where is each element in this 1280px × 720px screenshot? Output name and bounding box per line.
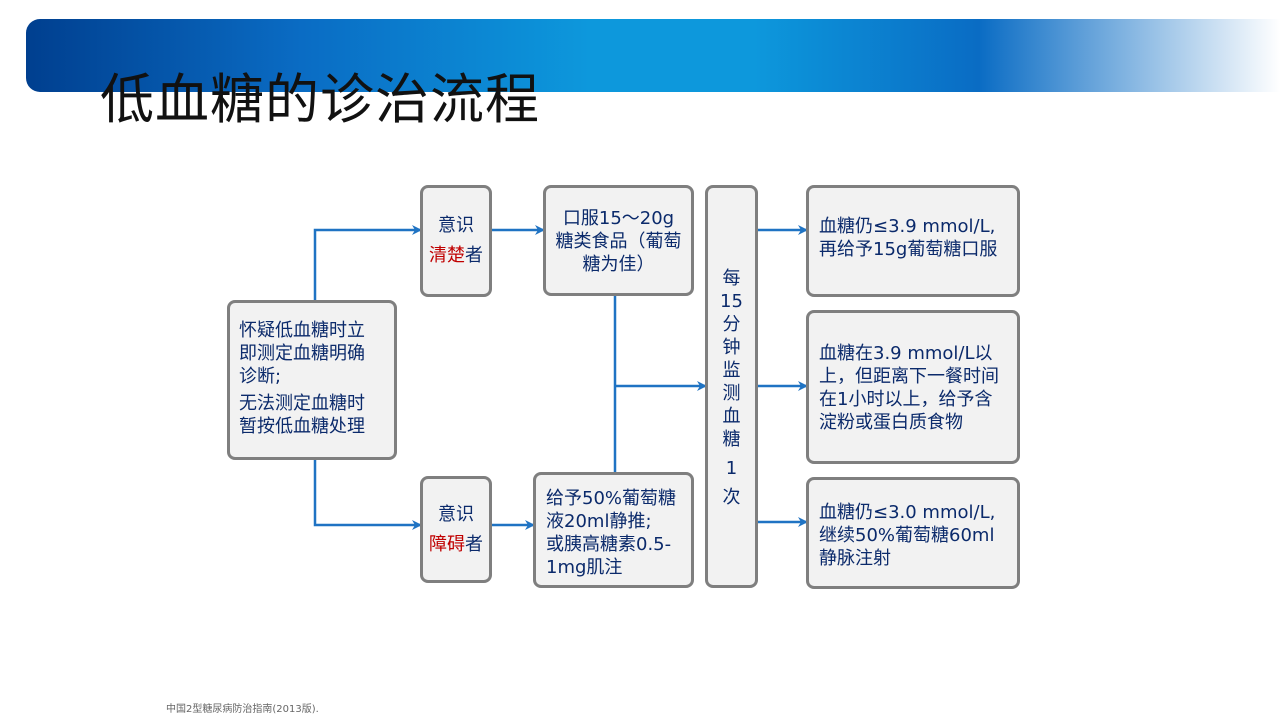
node-text: 糖类食品（葡萄 xyxy=(555,231,682,252)
connector-suspect-up xyxy=(313,225,422,302)
monitor-char: 15 xyxy=(720,290,743,312)
node-text: 继续50%葡萄糖60ml xyxy=(819,525,995,546)
node-text: 意识 xyxy=(438,504,474,525)
node-result-still-low: 血糖仍≤3.9 mmol/L, 再给予15g葡萄糖口服 xyxy=(806,185,1020,297)
connector-suspect-down xyxy=(313,460,422,530)
monitor-char: 每 xyxy=(722,267,741,289)
node-text: 上，但距离下一餐时间 xyxy=(819,366,999,387)
node-text: 1mg肌注 xyxy=(546,557,623,578)
node-text: 血糖仍≤3.9 mmol/L, xyxy=(819,216,996,237)
node-text: 糖为佳） xyxy=(582,254,655,275)
node-text: 再给予15g葡萄糖口服 xyxy=(819,239,998,260)
page-title: 低血糖的诊治流程 xyxy=(100,68,540,131)
node-text: 者 xyxy=(465,534,483,555)
node-suspect-hypoglycemia: 怀疑低血糖时立 即测定血糖明确 诊断; 无法测定血糖时 暂按低血糖处理 xyxy=(227,300,397,460)
monitor-char: 钟 xyxy=(722,336,741,358)
node-monitor: 每 15 分 钟 监 测 血 糖 1 次 xyxy=(705,185,758,588)
monitor-char: 测 xyxy=(722,382,741,404)
node-text: 诊断; xyxy=(239,366,282,387)
node-text: 障碍者 xyxy=(423,533,489,556)
node-iv-glucose: 给予50%葡萄糖 液20ml静推; 或胰高糖素0.5- 1mg肌注 xyxy=(533,472,694,588)
monitor-char: 监 xyxy=(722,359,741,381)
monitor-char: 1 xyxy=(725,457,738,479)
node-impaired: 意识 障碍者 xyxy=(420,476,492,583)
node-result-still-very-low: 血糖仍≤3.0 mmol/L, 继续50%葡萄糖60ml 静脉注射 xyxy=(806,477,1020,589)
node-text: 者 xyxy=(465,245,483,266)
source-footnote: 中国2型糖尿病防治指南(2013版). xyxy=(166,704,319,715)
node-text: 清楚者 xyxy=(423,244,489,267)
monitor-char: 次 xyxy=(722,486,741,508)
node-text: 液20ml静推; xyxy=(546,511,652,532)
node-text: 在1小时以上，给予含 xyxy=(819,389,993,410)
node-result-above-threshold: 血糖在3.9 mmol/L以 上，但距离下一餐时间 在1小时以上，给予含 淀粉或… xyxy=(806,310,1020,464)
node-text: 意识 xyxy=(438,215,474,236)
header-banner xyxy=(26,19,1280,92)
monitor-char: 血 xyxy=(722,405,741,427)
node-text: 即测定血糖明确 xyxy=(239,343,365,364)
highlight-text: 障碍 xyxy=(429,534,465,555)
node-text: 无法测定血糖时 xyxy=(239,393,365,414)
node-oral-glucose: 口服15～20g 糖类食品（葡萄 糖为佳） xyxy=(543,185,694,296)
node-text: 怀疑低血糖时立 xyxy=(239,320,365,341)
highlight-text: 清楚 xyxy=(429,245,465,266)
monitor-char: 分 xyxy=(722,313,741,335)
node-text: 静脉注射 xyxy=(819,548,891,569)
node-text: 血糖仍≤3.0 mmol/L, xyxy=(819,502,996,523)
node-text: 暂按低血糖处理 xyxy=(239,416,365,437)
node-conscious: 意识 清楚者 xyxy=(420,185,492,297)
node-text: 淀粉或蛋白质食物 xyxy=(819,412,963,433)
node-text: 口服15～20g xyxy=(562,208,675,229)
node-text: 血糖在3.9 mmol/L以 xyxy=(819,343,993,364)
node-text: 或胰高糖素0.5- xyxy=(546,534,672,555)
monitor-char: 糖 xyxy=(722,428,741,450)
node-text: 给予50%葡萄糖 xyxy=(546,488,677,509)
